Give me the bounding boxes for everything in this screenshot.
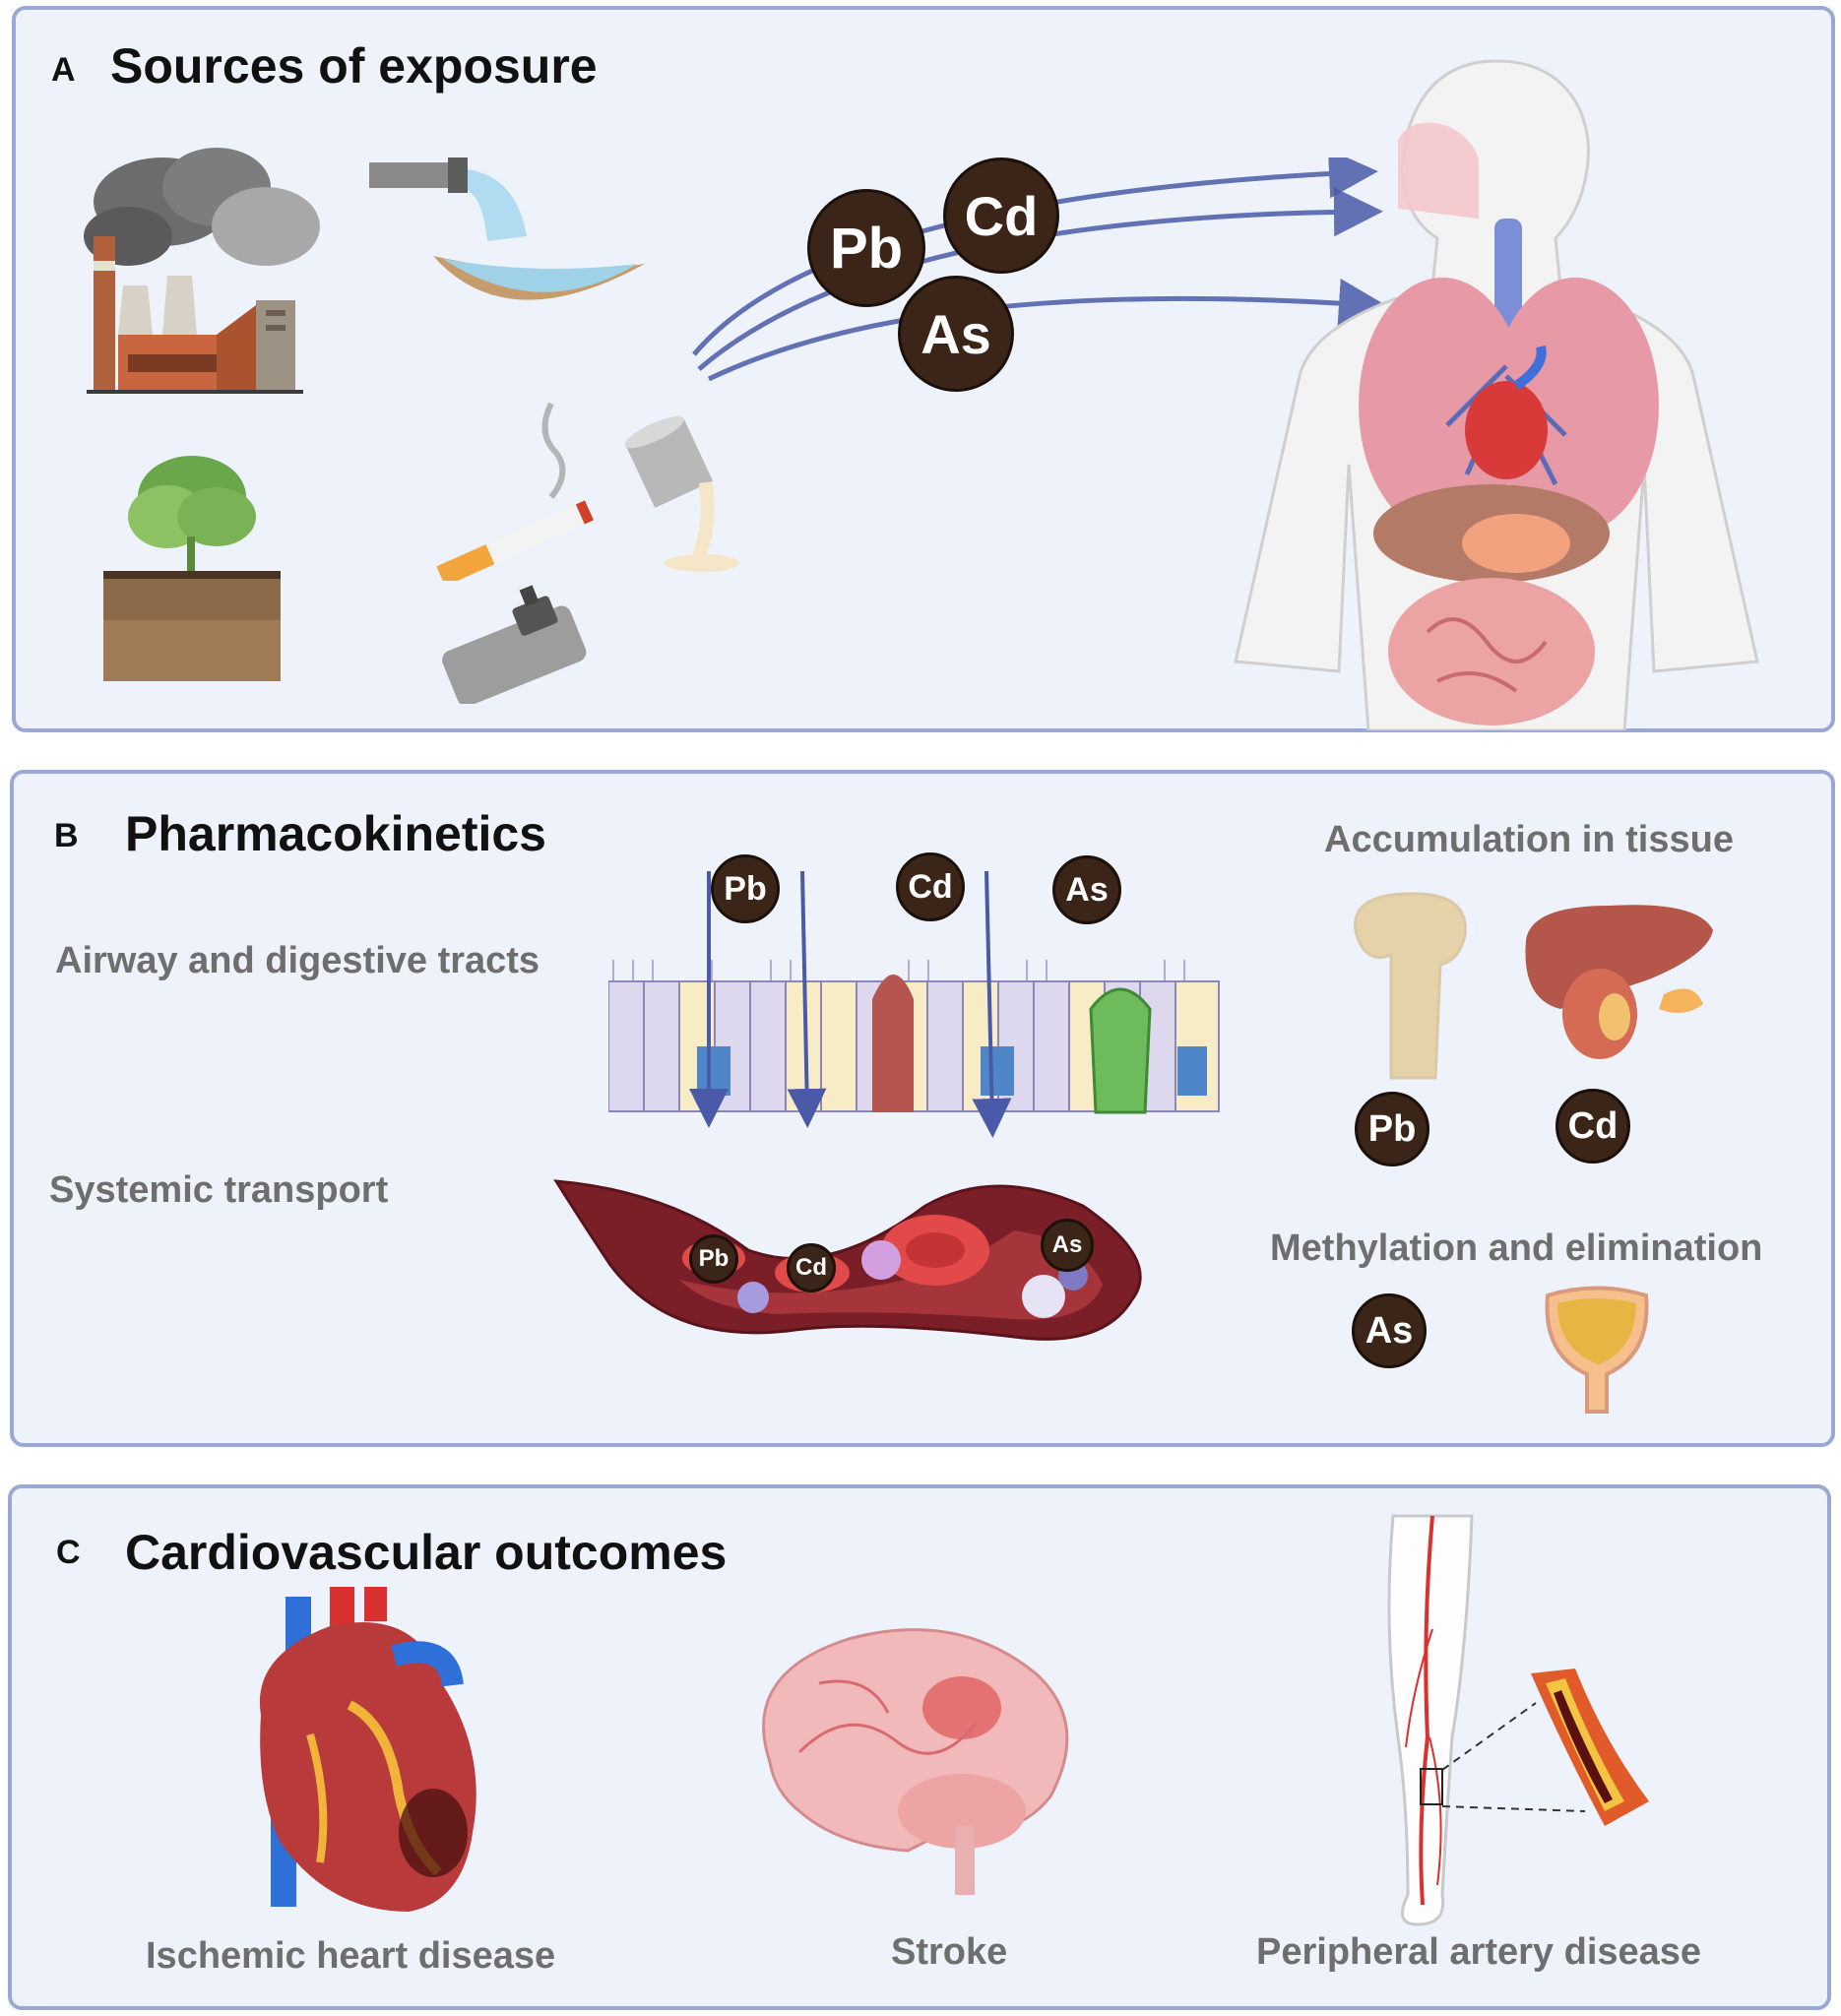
plaque-artery-icon xyxy=(1441,1669,1649,1826)
panel-b-letter: B xyxy=(54,817,79,854)
panel-b-title: Pharmacokinetics xyxy=(125,806,546,861)
absorption-arrows xyxy=(689,870,1012,1138)
methylation-label: Methylation and elimination xyxy=(1270,1228,1763,1269)
metal-cd-liver: Cd xyxy=(1555,1089,1630,1164)
bone-icon xyxy=(1354,892,1467,1080)
metal-as-methyl: As xyxy=(1352,1293,1427,1368)
paint-can-icon xyxy=(625,415,739,572)
heart-icon xyxy=(259,1587,476,1912)
blood-vessel-icon xyxy=(553,1179,1142,1341)
metal-pb-a: Pb xyxy=(807,189,925,307)
outcome-label-ischemic: Ischemic heart disease xyxy=(146,1935,556,1977)
cigarette-icon xyxy=(436,402,594,581)
metal-pb-b-top: Pb xyxy=(711,854,780,923)
outcome-label-pad: Peripheral artery disease xyxy=(1256,1931,1702,1973)
metal-cd-b-top: Cd xyxy=(896,852,965,921)
metal-as-blood: As xyxy=(1041,1219,1094,1272)
metal-cd-blood: Cd xyxy=(787,1243,836,1292)
metal-pb-bone: Pb xyxy=(1355,1092,1429,1166)
accumulation-label: Accumulation in tissue xyxy=(1324,819,1734,860)
vape-icon xyxy=(442,585,587,704)
pipe-water-icon xyxy=(369,158,645,300)
panel-a-letter: A xyxy=(51,51,76,89)
metal-pb-blood: Pb xyxy=(689,1234,738,1284)
bladder-icon xyxy=(1545,1286,1649,1414)
leg-artery-icon xyxy=(1387,1514,1474,1926)
panel-c-title: Cardiovascular outcomes xyxy=(125,1525,728,1580)
metal-as-b-top: As xyxy=(1052,855,1121,924)
outcome-label-stroke: Stroke xyxy=(891,1931,1008,1973)
factory-icon xyxy=(84,148,320,394)
airway-label: Airway and digestive tracts xyxy=(55,940,540,981)
panel-c-letter: C xyxy=(56,1534,81,1571)
plant-soil-icon xyxy=(103,456,281,681)
panel-a-title: Sources of exposure xyxy=(110,38,598,94)
metal-as-a: As xyxy=(898,276,1014,392)
metal-cd-a: Cd xyxy=(943,158,1059,274)
brain-icon xyxy=(762,1628,1069,1895)
human-body-icon xyxy=(1234,59,1759,730)
liver-kidney-icon xyxy=(1525,905,1713,1059)
systemic-label: Systemic transport xyxy=(49,1169,389,1211)
